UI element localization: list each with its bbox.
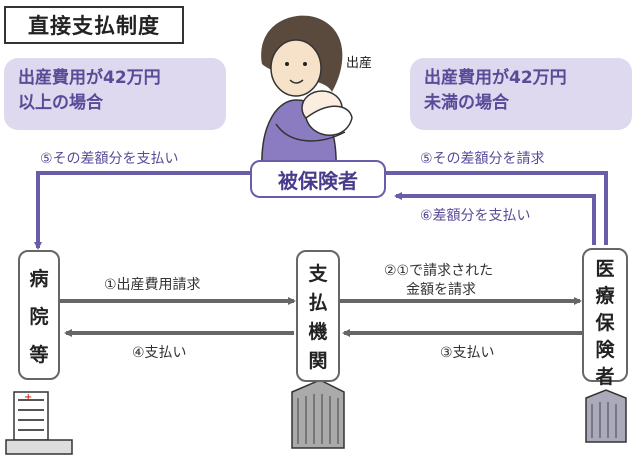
label-f5-left: ⑤その差額分を支払い <box>40 151 179 167</box>
payment-agency-char-2: 払 <box>308 292 328 314</box>
payment-agency-box: 支 払 機 関 <box>296 250 340 382</box>
insurer-box: 医 療 保 険 者 <box>582 248 628 388</box>
insurer-char-1: 医 <box>595 258 615 280</box>
insurer-char-5: 者 <box>595 366 615 388</box>
hospital-building-icon: + <box>5 391 73 455</box>
hospital-char-2: 院 <box>29 305 49 328</box>
condition-over-line1: 出産費用が42万円 <box>18 68 161 88</box>
condition-under-line1: 出産費用が42万円 <box>424 68 567 88</box>
arrow-f5-right <box>386 171 608 245</box>
condition-under-420k: 出産費用が42万円 未満の場合 <box>410 58 632 130</box>
insurer-char-2: 療 <box>595 285 615 307</box>
label-f5-right: ⑤その差額分を請求 <box>420 151 545 167</box>
payment-agency-char-3: 機 <box>308 321 328 343</box>
hospital-box: 病 院 等 <box>18 250 60 380</box>
label-f2-line1: ②①で請求された <box>384 263 494 279</box>
payment-agency-char-4: 関 <box>308 350 328 372</box>
office-building-icon <box>291 379 345 449</box>
insurer-building-icon <box>585 389 627 443</box>
label-f3: ③支払い <box>440 345 495 361</box>
condition-under-line2: 未満の場合 <box>424 93 509 113</box>
insured-person: 被保険者 <box>250 160 386 198</box>
label-f2-line2: 金額を請求 <box>406 282 476 298</box>
childbirth-label: 出産 <box>346 56 373 71</box>
hospital-char-1: 病 <box>29 267 49 290</box>
page-title: 直接支払制度 <box>4 6 184 44</box>
label-f1: ①出産費用請求 <box>104 277 201 293</box>
arrow-f6 <box>394 192 596 245</box>
hospital-char-3: 等 <box>29 343 49 366</box>
insurer-char-3: 保 <box>595 312 615 334</box>
label-f6: ⑥差額分を支払い <box>420 208 531 224</box>
payment-agency-char-1: 支 <box>308 263 328 285</box>
condition-over-line2: 以上の場合 <box>18 93 103 113</box>
arrow-f5-left <box>34 171 250 250</box>
condition-over-420k: 出産費用が42万円 以上の場合 <box>4 58 226 130</box>
insurer-char-4: 険 <box>595 339 615 361</box>
label-f4: ④支払い <box>132 345 187 361</box>
svg-text:+: + <box>24 392 32 403</box>
mother-baby-illustration <box>261 15 353 173</box>
